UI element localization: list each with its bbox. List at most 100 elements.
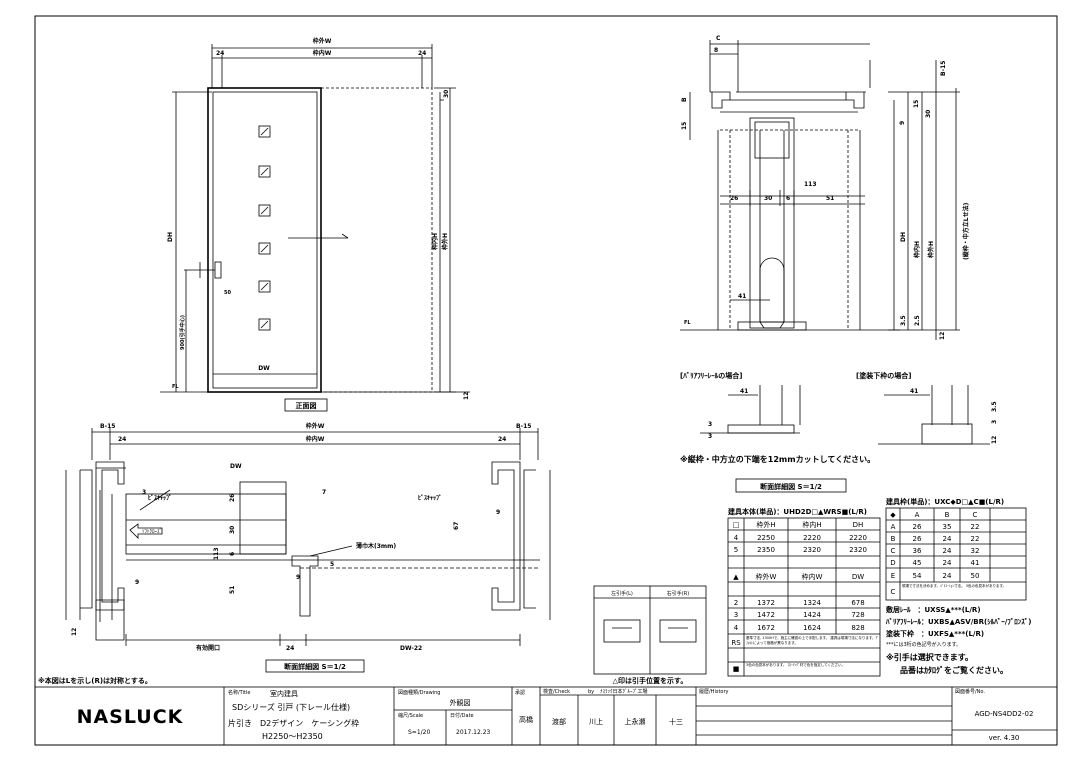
dim-50: 50	[224, 290, 231, 296]
cell: 1324	[803, 599, 821, 607]
cell: 728	[851, 611, 864, 619]
plan-6: 6	[229, 552, 236, 556]
cell: 828	[851, 624, 864, 632]
plan-26: 26	[229, 494, 236, 502]
cell: 24	[943, 547, 952, 555]
scale-label: 縮尺/Scale	[398, 712, 423, 719]
plan-30: 30	[229, 526, 236, 534]
cell: 2	[734, 599, 738, 607]
dim-dh: DH	[167, 232, 174, 242]
cell: E	[891, 572, 895, 580]
fhdr-b: B	[945, 511, 950, 519]
plan-24-right: 24	[498, 436, 506, 443]
cell: 22	[971, 535, 980, 543]
cell: 2220	[803, 534, 821, 542]
handle-position-box: 左引手(L) 右引手(R) △印は引手位置を示す。	[593, 585, 707, 685]
cell: D	[890, 559, 895, 567]
mirror-note: ※本図はLを示し(R)は対称とする。	[38, 676, 152, 685]
hdr2-outer-w: 枠外W	[756, 572, 777, 581]
cell: 2320	[849, 546, 867, 554]
dim-24-right: 24	[418, 50, 426, 57]
sq-label: ■	[733, 665, 740, 673]
fl-mark: FL	[172, 384, 179, 390]
dim-3-5-b: 3.5	[991, 401, 998, 412]
cell: 26	[913, 535, 922, 543]
dim-41: 41	[738, 293, 746, 300]
plan-51: 51	[229, 586, 236, 594]
cell: C	[891, 547, 896, 555]
scale-value: S=1/20	[408, 729, 430, 736]
handle-select-note: ※引手は選択できます。	[886, 652, 973, 662]
dim-handle-center: 900(引手中心)	[179, 315, 186, 350]
cell: 41	[971, 559, 980, 567]
catalog-note: 品番はｶﾀﾛｸﾞをご覧ください。	[900, 665, 1008, 675]
dim-inner-h-v: 枠内H	[913, 241, 921, 258]
color-code-note: ***には3桁の色記号が入ります。	[886, 641, 961, 648]
vertical-section: C 8 B-15 B 15 9 15 30 113 26 30 6 51 41 …	[680, 35, 970, 340]
plan-section: B-15 B-15 枠外W 枠内W 24 24 DW 3 ﾋﾞｽｷｬｯﾌﾟ ﾋﾞ…	[38, 422, 551, 685]
hdr-sq: □	[733, 521, 740, 529]
dim-dh-v: DH	[900, 232, 907, 242]
approve-label: 承認	[515, 689, 525, 696]
paint-part: 塗装下枠 ：UXFS▲***(L/R)	[886, 629, 984, 638]
cell: 22	[971, 523, 980, 531]
dim-c: C	[716, 35, 721, 42]
check-note: ﾅｽﾗｯｸ日本ｸﾞﾙｰﾌﾟ工場	[600, 688, 648, 695]
rs-note: 基準寸法, 1300Hで、施主に確認の上で手配します。 建具は現場寸法になります…	[746, 636, 880, 645]
cell: A	[891, 523, 896, 531]
plan-outer-w: 枠外W	[306, 422, 325, 430]
plan-eff-open: 有効開口	[196, 644, 220, 652]
cell: 26	[913, 523, 922, 531]
cell: 32	[971, 547, 980, 555]
title-name-1: 室内建具	[270, 689, 298, 698]
dim-9: 9	[899, 121, 906, 125]
plan-dw22: DW-22	[400, 645, 422, 652]
front-view-caption: 正面図	[296, 401, 317, 410]
barrier-part: ﾊﾞﾘｱﾌﾘｰﾚｰﾙ：UXBS▲ASV/BR(ｼﾙﾊﾞｰ/ﾌﾞﾛﾝｽﾞ)	[885, 617, 1031, 626]
door-table-title: 建具本体(単品)：UHD2D□▲WRS■(L/R)	[728, 507, 867, 516]
frame-c-note: 現場で寸法を決めます。ﾊﾞﾘｴｰｼｮﾝ寸法。 3色の色見本があります。	[902, 584, 1007, 588]
paint-title: [塗装下枠の場合]	[856, 371, 911, 380]
plan-7: 7	[322, 489, 326, 496]
front-view: 枠外W 枠内W 24 24 30 DH 枠内H 枠外H 50 900(引手中心)…	[160, 37, 470, 412]
rs-label: RS	[731, 639, 741, 647]
cell: 45	[913, 559, 922, 567]
dim-frame-inner-w: 枠内W	[313, 49, 332, 57]
cell: 1424	[803, 611, 821, 619]
dim-dw: DW	[258, 365, 270, 372]
cell: 4	[734, 624, 739, 632]
hdr-dh: DH	[853, 521, 864, 529]
number-label: 図面番号/No.	[955, 688, 985, 695]
plan-9-a: 9	[135, 579, 139, 586]
dim-30c: 30	[764, 195, 772, 202]
plan-9-b: 9	[296, 574, 300, 581]
cell: B	[891, 535, 896, 543]
cell: 3	[734, 611, 738, 619]
approver: 高橋	[519, 715, 533, 724]
frame-size-table: 建具枠(単品)：UXC◆D□▲C■(L/R) ◆ A B C A 26 35 2…	[885, 497, 1031, 675]
dim-30b: 30	[925, 110, 932, 118]
cut-note: ※縦枠・中方立の下端を12mmカットしてください。	[680, 454, 875, 464]
dim-12b: 12	[939, 332, 946, 340]
dim-26: 26	[730, 195, 738, 202]
cell: 5	[734, 546, 738, 554]
checker-3: 上永瀬	[625, 717, 646, 726]
fhdr: ◆	[890, 511, 896, 519]
name-label: 名称/Title	[228, 689, 250, 696]
handle-left-label: 左引手(L)	[611, 590, 633, 597]
dim-12-c: 12	[991, 436, 998, 444]
dim-15b: 15	[913, 100, 920, 108]
title-name-2: SDシリーズ 引戸 (下レール仕様)	[232, 702, 350, 712]
cell: 1472	[757, 611, 775, 619]
handle-right-label: 右引手(R)	[667, 590, 689, 597]
rail-part: 敷居ﾚｰﾙ ：UXSS▲***(L/R)	[886, 605, 981, 614]
dim-51: 51	[826, 195, 834, 202]
history-label: 履歴/History	[699, 689, 729, 695]
cell: 1672	[757, 624, 775, 632]
plan-24-left: 24	[118, 436, 126, 443]
dim-6: 6	[786, 195, 790, 202]
screw-cap-left: ﾋﾞｽｷｬｯﾌﾟ	[148, 494, 172, 502]
drawing-type: 外観図	[450, 698, 471, 707]
dim-12: 12	[463, 392, 470, 400]
